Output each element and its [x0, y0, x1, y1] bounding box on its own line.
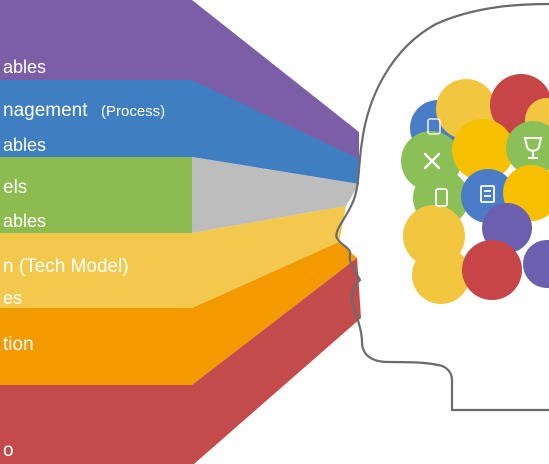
band-blue-sublabel: ables — [3, 135, 46, 155]
band-red-label: o — [3, 440, 14, 461]
phone-icon — [435, 188, 448, 207]
band-blue-label: nagement — [3, 100, 88, 121]
band-yellow-sublabel: es — [3, 288, 22, 308]
bubble — [523, 240, 549, 288]
tablet-icon — [427, 118, 441, 135]
scissors-icon — [423, 152, 441, 170]
band-orange-label: tion — [3, 334, 34, 355]
trophy-icon — [523, 137, 543, 159]
document-icon — [480, 185, 495, 203]
band-yellow-label: n (Tech Model) — [3, 256, 129, 277]
band-green — [0, 157, 192, 233]
bubble — [412, 246, 470, 304]
band-purple-label: ables — [3, 57, 46, 77]
bubble — [452, 119, 514, 181]
bubble-cluster — [401, 74, 549, 304]
band-red — [0, 258, 361, 464]
band-yellow — [0, 206, 346, 308]
bubble — [462, 240, 522, 300]
band-green-sublabel: ables — [3, 211, 46, 231]
band-green-label: els — [3, 177, 27, 198]
band-blue — [0, 80, 359, 184]
head-outline — [335, 2, 549, 412]
band-blue-process-label: (Process) — [101, 103, 165, 120]
band-gray-wedge — [192, 157, 359, 233]
band-orange — [0, 242, 357, 385]
